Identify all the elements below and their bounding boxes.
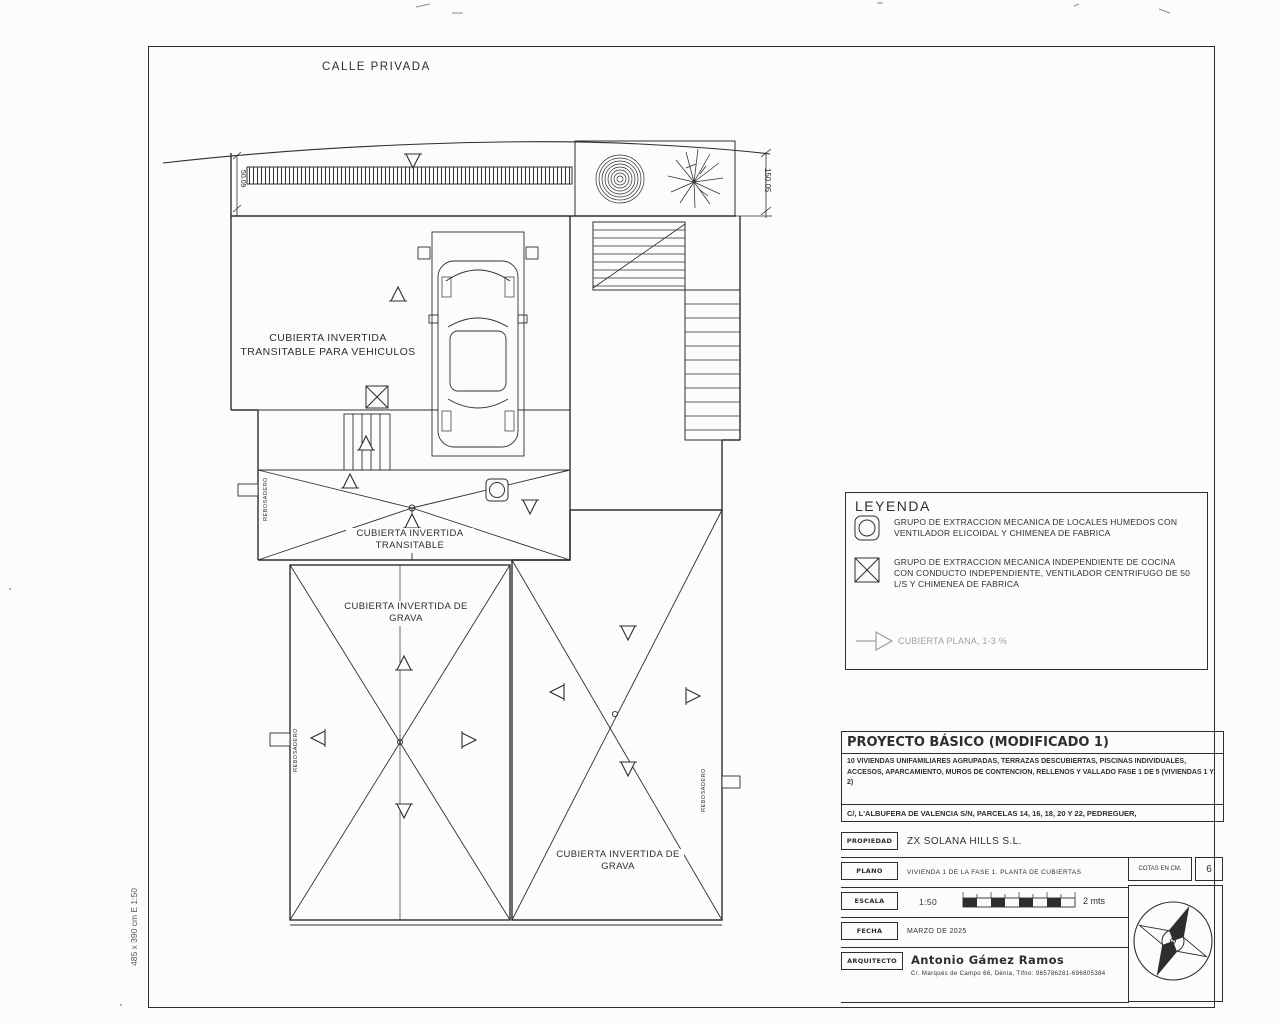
row-arquitecto: ARQUITECTO Antonio Gámez Ramos C/. Marqu… <box>841 952 1129 1003</box>
dimension-label-left: 50.09 <box>239 170 246 188</box>
row-propiedad: PROPIEDAD ZX SOLANA HILLS S.L. <box>841 832 1129 858</box>
roof-fold-lines <box>257 409 723 921</box>
propiedad-label: PROPIEDAD <box>841 832 898 850</box>
project-address: C/, L'ALBUFERA DE VALENCIA S/N, PARCELAS… <box>842 804 1223 821</box>
arquitecto-details: C/. Marqués de Campo 66, Dénia, Tlfno: 9… <box>911 971 1106 977</box>
extractor-centrifugo-icon <box>365 385 389 409</box>
scale-bar <box>962 892 1076 908</box>
row-escala: ESCALA 1:50 <box>841 892 1129 918</box>
extractor-centrifugo-icon <box>854 557 880 583</box>
scan-artifacts <box>9 2 1171 1006</box>
roof-label-gravel-right: CUBIERTA INVERTIDA DE GRAVA <box>552 849 684 874</box>
rebosadero-label: REBOSADERO <box>701 768 707 812</box>
cotas-label: COTAS EN CM. <box>1138 866 1182 872</box>
legend-item-text: GRUPO DE EXTRACCION MECANICA DE LOCALES … <box>894 517 1178 539</box>
legend-title: LEYENDA <box>855 498 931 514</box>
legend-box: LEYENDA GRUPO DE EXTRACCION MECANICA DE … <box>845 492 1208 670</box>
stairs-upper <box>592 221 686 291</box>
dimension-label-right: 150.05 <box>763 168 772 193</box>
extractor-helicoidal-icon <box>854 515 880 541</box>
escala-value: 1:50 <box>919 897 938 907</box>
project-title: PROYECTO BÁSICO (MODIFICADO 1) <box>842 732 1223 754</box>
legend-symbols <box>854 515 894 652</box>
arquitecto-value: Antonio Gámez Ramos <box>911 953 1065 967</box>
compass-rose-icon <box>1133 901 1213 981</box>
project-description: 10 VIVIENDAS UNIFAMILIARES AGRUPADAS, TE… <box>847 758 1214 786</box>
fecha-label: FECHA <box>841 922 898 940</box>
compass-box <box>1128 885 1223 1002</box>
title-block: PROYECTO BÁSICO (MODIFICADO 1) 10 VIVIEN… <box>841 731 1224 822</box>
car-top-view <box>417 231 539 457</box>
plano-value: VIVIENDA 1 DE LA FASE 1. PLANTA DE CUBIE… <box>907 869 1082 876</box>
flat-roof-arrow-icon <box>856 630 894 652</box>
propiedad-value: ZX SOLANA HILLS S.L. <box>907 836 1022 847</box>
roof-label-vehicles: CUBIERTA INVERTIDA TRANSITABLE PARA VEHI… <box>240 332 416 360</box>
road-curve <box>162 141 771 164</box>
street-label: CALLE PRIVADA <box>322 61 431 73</box>
extractor-helicoidal-icon <box>485 478 509 502</box>
fecha-value: MARZO DE 2025 <box>907 928 967 935</box>
plano-label: PLANO <box>841 862 898 880</box>
sheet-number-box: 6 <box>1195 857 1223 881</box>
stairs-small <box>343 413 391 471</box>
rebosadero-label: REBOSADERO <box>293 728 299 772</box>
tree-icon <box>667 148 724 209</box>
rebosadero-label: REBOSADERO <box>263 477 269 521</box>
row-fecha: FECHA MARZO DE 2025 <box>841 922 1129 948</box>
roof-label-transitable: CUBIERTA INVERTIDA TRANSITABLE <box>346 528 474 553</box>
legend-item-text: CUBIERTA PLANA, 1-3 % <box>898 636 1007 646</box>
parking-hatch-strip <box>246 166 573 185</box>
spiral-bush-icon <box>595 154 645 204</box>
escala-units: 2 mts <box>1083 896 1106 906</box>
row-plano: PLANO VIVIENDA 1 DE LA FASE 1. PLANTA DE… <box>841 862 1129 888</box>
legend-item-text: GRUPO DE EXTRACCION MECANICA INDEPENDIEN… <box>894 557 1191 590</box>
arquitecto-label: ARQUITECTO <box>841 952 903 970</box>
sheet-size-note: 485 x 390 cm E 1:50 <box>129 888 139 966</box>
overflow-spouts <box>237 483 741 789</box>
sheet-number: 6 <box>1206 863 1212 875</box>
stairs-side <box>684 289 741 441</box>
dimension-lines <box>232 148 772 218</box>
garden-box <box>574 140 736 217</box>
roof-label-gravel-left: CUBIERTA INVERTIDA DE GRAVA <box>340 601 472 626</box>
escala-label: ESCALA <box>841 892 898 910</box>
sheet-border <box>148 46 1215 1008</box>
cotas-box: COTAS EN CM. <box>1128 857 1192 881</box>
